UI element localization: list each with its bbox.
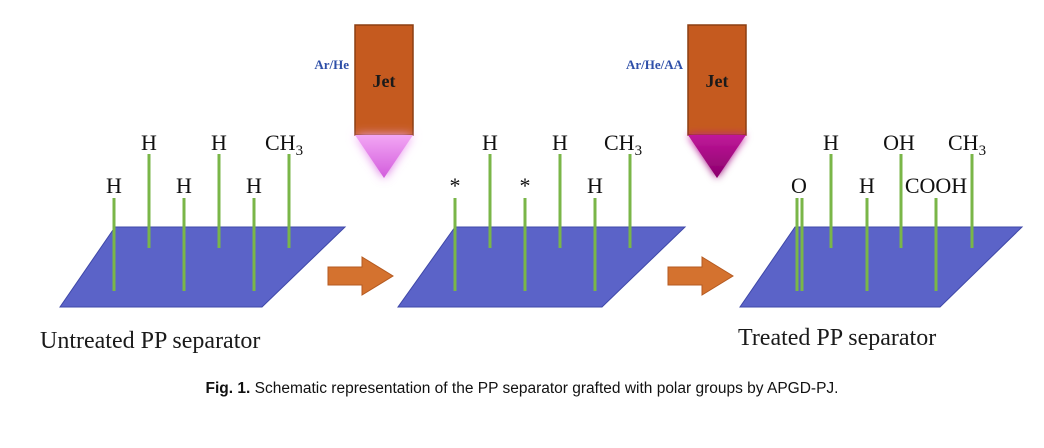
radical-label: * (450, 173, 461, 198)
group-label: H (141, 130, 157, 155)
gas-label: Ar/He (314, 57, 349, 72)
process-arrow (327, 256, 394, 296)
group-label: COOH (905, 173, 967, 198)
group-label: H (823, 130, 839, 155)
jet-label: Jet (706, 71, 729, 91)
jet-label: Jet (373, 71, 396, 91)
plasma-plume (688, 135, 746, 178)
radical-label: * (520, 173, 531, 198)
methyl-label: CH3 (265, 130, 303, 159)
panel-untreated: H H H H H CH3 Untreated PP separator (40, 130, 347, 354)
pp-separator-plate (739, 226, 1024, 308)
pp-separator-plate (59, 226, 347, 308)
plasma-plume (355, 135, 413, 178)
plasma-jet-1: Jet Ar/He (314, 24, 414, 178)
jet-body (354, 24, 414, 136)
caption-text: Schematic representation of the PP separ… (250, 380, 839, 397)
plasma-jet-2: Jet Ar/He/AA (626, 24, 747, 178)
group-label: H (211, 130, 227, 155)
group-label: H (859, 173, 875, 198)
group-label: H (552, 130, 568, 155)
group-label: H (246, 173, 262, 198)
process-arrow (667, 256, 734, 296)
methyl-label: CH3 (948, 130, 986, 159)
panel-caption: Untreated PP separator (40, 328, 260, 354)
jet-body (687, 24, 747, 136)
gas-label: Ar/He/AA (626, 57, 684, 72)
group-label: O (791, 173, 807, 198)
figure-caption: Fig. 1. Schematic representation of the … (0, 380, 1044, 398)
figure-number: Fig. 1. (205, 380, 251, 397)
group-label: H (106, 173, 122, 198)
methyl-label: CH3 (604, 130, 642, 159)
panel-activated: * H * H H CH3 (397, 130, 687, 308)
group-label: H (176, 173, 192, 198)
pp-separator-plate (397, 226, 687, 308)
panel-caption: Treated PP separator (738, 325, 936, 351)
panel-treated: O H H OH COOH CH3 Treated PP separator (738, 130, 1024, 351)
group-label: H (587, 173, 603, 198)
group-label: OH (883, 130, 915, 155)
group-label: H (482, 130, 498, 155)
